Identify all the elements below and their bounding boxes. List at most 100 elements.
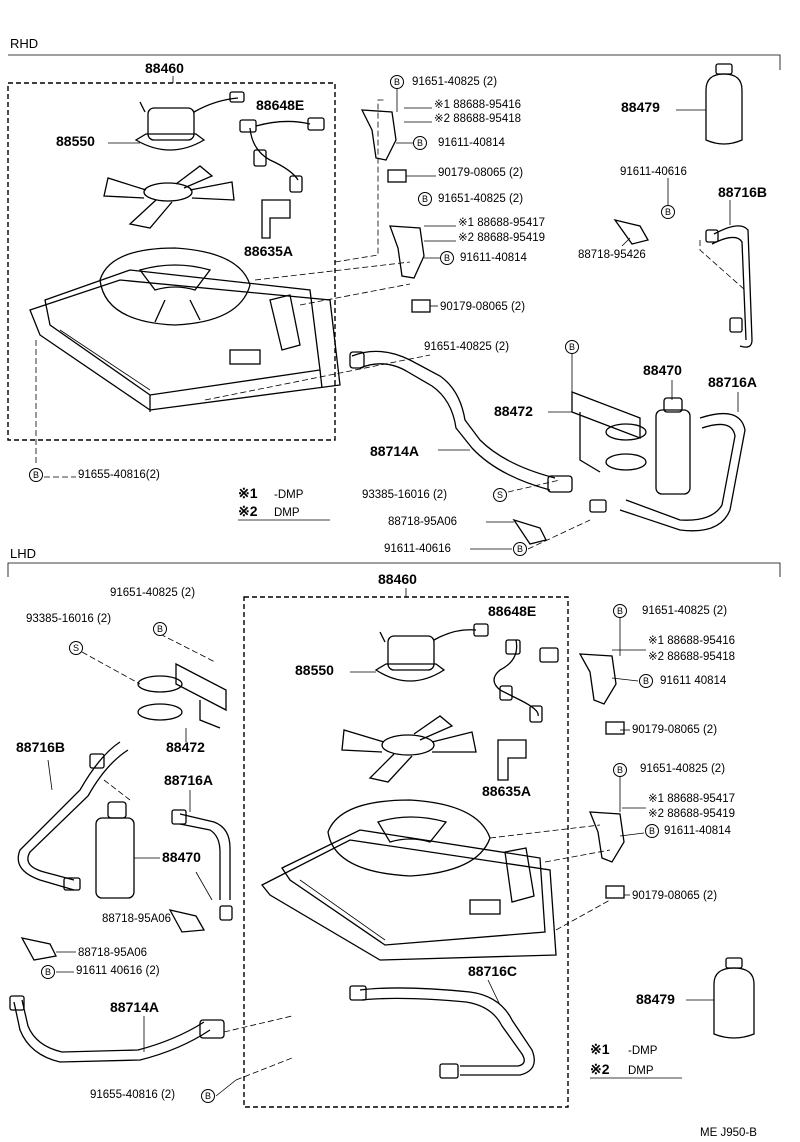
svg-text:B: B [394, 77, 400, 87]
rhd-part-label: 88472 [494, 403, 533, 419]
rhd-clamp-88718-95426 [613, 218, 649, 245]
rhd-part-label: 91611-40814 [438, 137, 506, 149]
lhd-part-label: 88470 [162, 849, 201, 865]
svg-text:B: B [617, 765, 623, 775]
lhd-part-label: 90179-08065 (2) [632, 890, 717, 902]
rhd-part-label: 91611-40616 [620, 166, 687, 178]
lhd-part-label: ※1 88688-95417 [648, 793, 735, 805]
rhd-fan-motor [134, 91, 245, 151]
svg-text:B: B [617, 606, 623, 616]
lhd-bracket-88472 [137, 662, 227, 729]
lhd-frame-line [7, 562, 781, 577]
lhd-drier-88470 [95, 801, 135, 899]
lhd-note-1-text: -DMP [628, 1045, 658, 1057]
svg-text:B: B [643, 676, 649, 686]
rhd-bracket-88472 [571, 391, 647, 473]
lhd-part-label: 91651-40825 (2) [640, 763, 725, 775]
lhd-part-label: ※2 88688-95418 [648, 651, 735, 663]
rhd-part-label: 88648E [256, 97, 304, 113]
lhd-note-1-mark: ※1 [590, 1041, 610, 1057]
lhd-hose-88716C [349, 985, 535, 1079]
svg-text:B: B [157, 624, 163, 634]
section-label-lhd: LHD [10, 546, 36, 561]
bolt-marker: B [41, 965, 55, 979]
rhd-condenser-fan-shroud [29, 247, 341, 412]
lhd-part-label: 88716A [164, 772, 213, 788]
rhd-bracket-upper [360, 109, 407, 183]
bolt-marker: B [639, 674, 653, 688]
rhd-note-2-text: DMP [274, 507, 300, 519]
lhd-part-label: 91655-40816 (2) [90, 1089, 175, 1101]
bolt-marker: B [613, 763, 627, 777]
svg-text:S: S [73, 643, 79, 653]
rhd-part-label: 91651-40825 (2) [412, 76, 497, 88]
svg-text:B: B [444, 253, 450, 263]
lhd-bracket-lower [589, 811, 625, 899]
rhd-part-label: 90179-08065 (2) [438, 167, 523, 179]
lhd-part-label: 91611 40814 [660, 675, 727, 687]
svg-text:S: S [497, 490, 503, 500]
lhd-bracket-88635A [497, 739, 527, 781]
lhd-condenser-fan-shroud [260, 799, 557, 961]
rhd-hose-88716B [705, 225, 753, 348]
bolt-marker: B [565, 340, 579, 354]
svg-text:B: B [33, 470, 39, 480]
lhd-fan-motor [374, 623, 489, 682]
lhd-part-label: 88648E [488, 603, 536, 619]
lhd-part-label: 91651-40825 (2) [110, 587, 195, 599]
rhd-part-label: 91655-40816(2) [78, 469, 160, 481]
rhd-frame-line [8, 54, 781, 70]
lhd-part-label: 90179-08065 (2) [632, 724, 717, 736]
svg-text:B: B [649, 826, 655, 836]
lhd-part-label: 93385-16016 (2) [26, 613, 111, 625]
bolt-marker: B [390, 75, 404, 89]
svg-text:B: B [569, 342, 575, 352]
lhd-part-label: 88716C [468, 963, 517, 979]
rhd-assembly-box [7, 82, 336, 441]
rhd-note-1-mark: ※1 [238, 485, 258, 501]
svg-text:B: B [665, 207, 671, 217]
lhd-clamp-88718-95A06-b [20, 937, 57, 961]
rhd-note-2-mark: ※2 [238, 503, 258, 519]
rhd-part-label: ※1 88688-95417 [458, 217, 545, 229]
rhd-part-label: 88479 [621, 99, 660, 115]
rhd-part-label: 88550 [56, 133, 95, 149]
rhd-hose-88714A [349, 350, 573, 493]
bolt-marker: B [418, 192, 432, 206]
rhd-part-label: 91611-40616 [384, 543, 451, 555]
rhd-part-label: 88716A [708, 374, 757, 390]
bolt-marker: B [153, 622, 167, 636]
rhd-part-label: 88714A [370, 443, 419, 459]
bolt-marker: B [413, 136, 427, 150]
lhd-part-label: 88472 [166, 739, 205, 755]
rhd-harness-88648E [239, 117, 325, 193]
lhd-part-label: 91611-40814 [664, 825, 732, 837]
diagram-code: ME J950-B [700, 1127, 757, 1139]
rhd-part-label: ※2 88688-95419 [458, 232, 545, 244]
rhd-receiver-88479 [705, 63, 743, 145]
bolt-marker: B [613, 604, 627, 618]
lhd-hose-88716A [171, 809, 233, 921]
rhd-clamp-88718-95A06 [512, 518, 547, 545]
screw-marker: S [493, 488, 507, 502]
rhd-bracket-lower [389, 225, 431, 313]
lhd-part-label: 91651-40825 (2) [642, 605, 727, 617]
rhd-part-label: 90179-08065 (2) [440, 301, 525, 313]
lhd-receiver-88479 [713, 957, 755, 1039]
lhd-part-label: 88460 [378, 571, 417, 587]
section-label-rhd: RHD [10, 36, 38, 51]
rhd-bracket-88635A [261, 199, 291, 239]
svg-text:B: B [205, 1091, 211, 1101]
bolt-marker: B [201, 1089, 215, 1103]
rhd-part-label: 91651-40825 (2) [424, 341, 509, 353]
lhd-note-2-text: DMP [628, 1065, 654, 1077]
lhd-part-label: ※2 88688-95419 [648, 808, 735, 820]
rhd-fan-blades [103, 165, 235, 229]
rhd-part-label: 88460 [145, 60, 184, 76]
lhd-part-label: 88714A [110, 999, 159, 1015]
lhd-harness-88648E [493, 639, 559, 723]
rhd-hose-88716A [589, 412, 746, 532]
lhd-part-label: 88479 [636, 991, 675, 1007]
